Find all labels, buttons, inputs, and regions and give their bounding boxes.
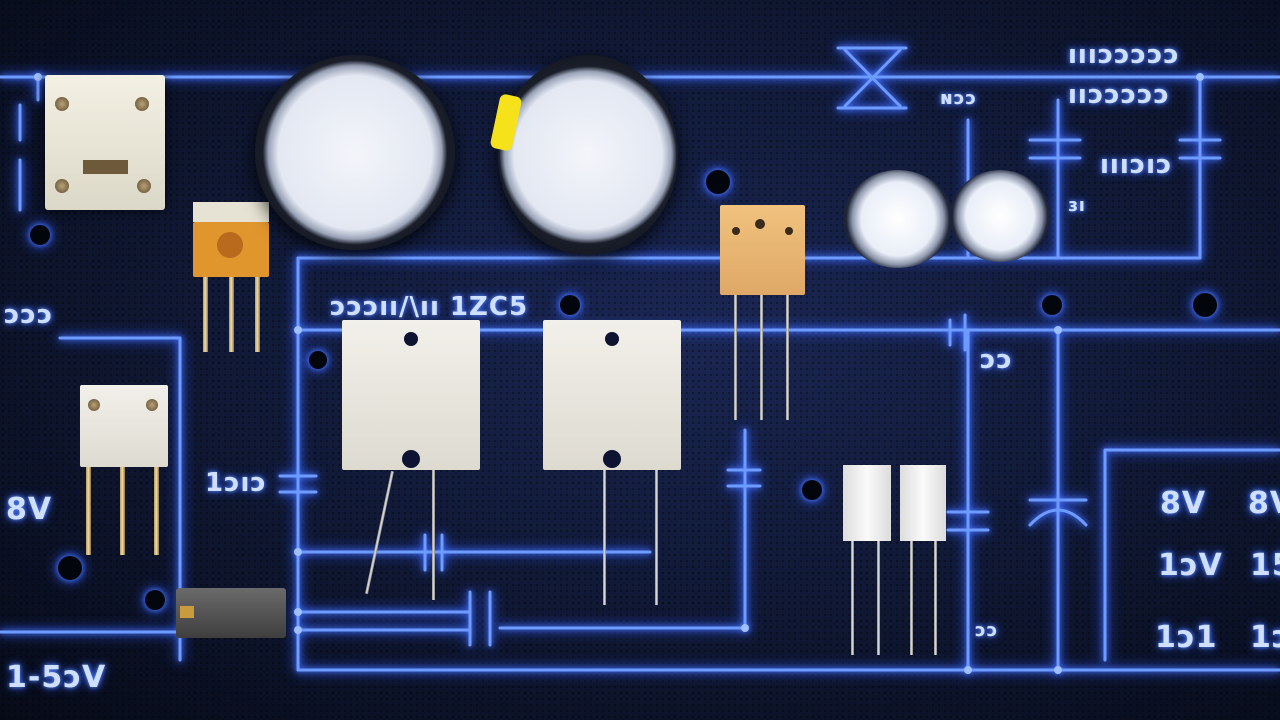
top-right-code-1: ıııɔɔɔɔɔ (1068, 40, 1180, 70)
mid-00-label: ɔɔ (980, 345, 1013, 375)
mid-right-num-label: ɔɔ (975, 620, 999, 641)
white-regulator-left (80, 385, 168, 555)
right-8v-label-b: 8V (1248, 486, 1280, 521)
small-capacitor-right (950, 170, 1050, 262)
left-8v-label: 8V (6, 492, 53, 527)
right-mid-label: ıııɔıɔ (1100, 150, 1173, 180)
tan-transistor (720, 205, 805, 420)
right-small-label: ɜı (1068, 195, 1086, 216)
small-resistor-left (843, 465, 891, 655)
top-right-code-2: ııɔɔɔɔɔ (1068, 80, 1170, 110)
center-code-label: ɔɔɔıı/\ıı 1ZC5 (330, 292, 529, 322)
power-resistor-right (543, 320, 681, 470)
orange-transistor (193, 202, 269, 352)
right-15-label: 15 (1250, 548, 1280, 583)
lead (655, 470, 658, 605)
small-capacitor-left (843, 170, 953, 268)
left-code-label: ɔɔɔ (4, 300, 54, 330)
nv-label: ɴɔɔ (940, 88, 978, 109)
small-resistor-right (900, 465, 948, 655)
relay-component (45, 75, 165, 210)
left-bottom-label: 1-5ɔV (6, 660, 107, 695)
lead (432, 470, 435, 600)
right-8v-label-a: 8V (1160, 486, 1207, 521)
large-capacitor-right (498, 55, 678, 255)
gray-connector (176, 588, 286, 638)
right-10-label-b: 1ɔ (1250, 620, 1280, 655)
left-value-label: 1ɔıɔ (205, 468, 267, 498)
right-10-label-a: 1ɔ1 (1155, 620, 1218, 655)
large-capacitor-left (255, 55, 455, 250)
right-10v-label: 1ɔV (1158, 548, 1223, 583)
lead (603, 470, 606, 605)
power-resistor-left (342, 320, 480, 470)
